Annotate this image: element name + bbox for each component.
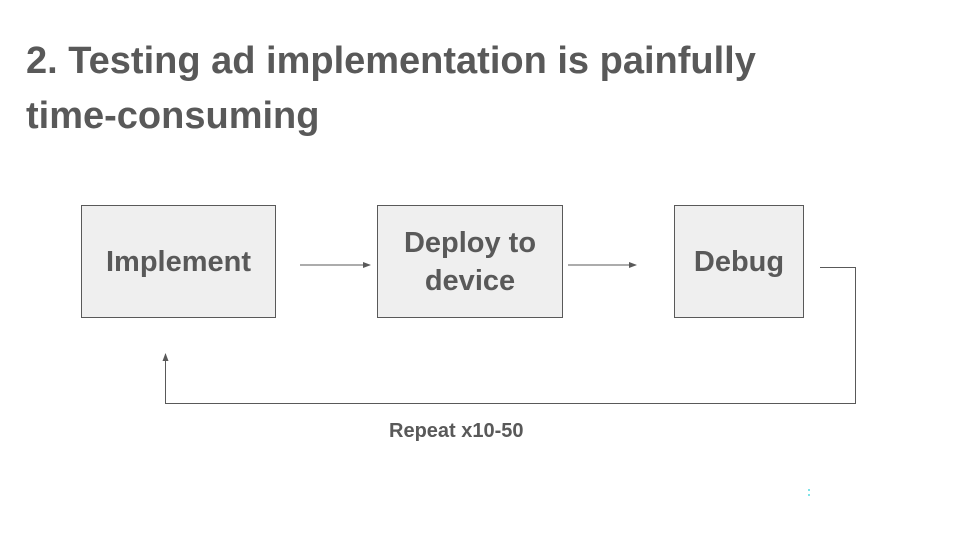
repeat-label: Repeat x10-50 [389, 420, 524, 442]
slide-title-line-2: time-consuming [26, 95, 320, 137]
step-label-implement-line-1: Implement [105, 245, 252, 278]
step-box-deploy-to-device: Deploy to device [377, 205, 563, 318]
slide-title: 2. Testing ad implementation is painfull… [26, 34, 906, 144]
step-label-debug: Debug [694, 243, 784, 281]
stray-mark [807, 489, 810, 497]
arrow-loop-back-to-implement [162, 267, 856, 404]
step-label-debug-line-1: Debug [693, 245, 785, 278]
step-label-implement: Implement [106, 243, 251, 281]
step-label-deploy-line-2: device [424, 264, 516, 297]
step-label-deploy-line-1: Deploy to [403, 226, 537, 259]
step-box-implement: Implement [81, 205, 276, 318]
step-label-deploy-to-device: Deploy to device [404, 224, 536, 300]
slide-title-line-1: 2. Testing ad implementation is painfull… [26, 40, 756, 82]
step-box-debug: Debug [674, 205, 804, 318]
